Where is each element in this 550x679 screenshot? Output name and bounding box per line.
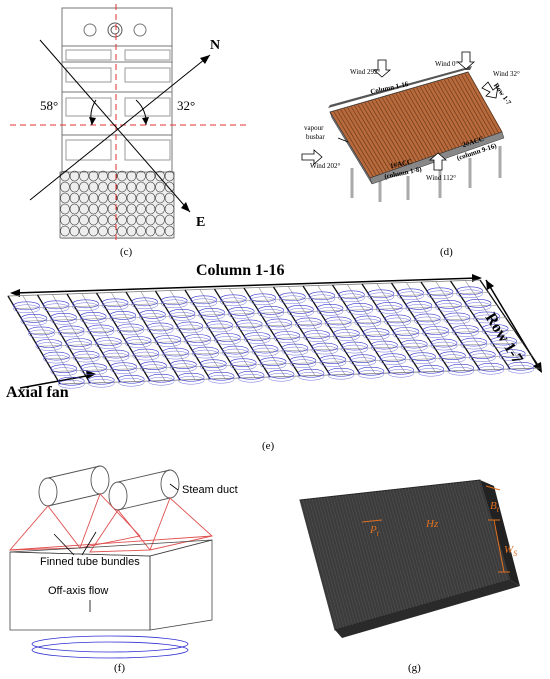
wind-0-label: Wind 0°: [435, 60, 459, 68]
fan-grid: [59, 171, 175, 239]
bt-main: B: [490, 500, 497, 512]
ws-main: W: [504, 544, 514, 556]
vapour-label: vapour: [304, 124, 324, 132]
bt-sub: t: [496, 505, 499, 515]
steam-duct-label: Steam duct: [182, 484, 238, 496]
panel-e: Column 1-16 Row 1-7 Axial fan (e): [0, 260, 550, 460]
east-label: E: [196, 215, 206, 230]
pt-main: P: [370, 524, 377, 536]
axial-fan-label: Axial fan: [6, 384, 69, 401]
bt-label: Bt: [490, 500, 499, 514]
panel-g-drawing: [299, 479, 520, 638]
angle-32-label: 32°: [177, 98, 196, 113]
panel-c: N E 58° 32° (c): [0, 0, 260, 260]
ws-label: WS: [504, 544, 517, 558]
panel-e-drawing: [7, 274, 542, 389]
off-axis-flow-label: Off-axis flow: [48, 585, 109, 597]
wind-112-label: Wind 112°: [426, 174, 457, 182]
tube-bundles-label: Finned tube bundles: [40, 556, 140, 568]
panel-f-drawing: [8, 465, 213, 659]
panel-d: Wind 292° Wind 0° Wind 32° Column 1-16 R…: [290, 50, 550, 260]
pt-label: Pt: [370, 524, 379, 538]
caption-f: (f): [114, 662, 125, 674]
panel-d-drawing: [301, 51, 505, 202]
panel-c-drawing: [10, 4, 250, 240]
ws-sub: S: [513, 549, 518, 559]
north-label: N: [210, 38, 221, 53]
panel-f: Steam duct Finned tube bundles Off-axis …: [0, 460, 280, 679]
column-label-e: Column 1-16: [196, 262, 285, 279]
wind-292-label: Wind 292°: [350, 68, 381, 76]
caption-c: (c): [120, 246, 133, 258]
pt-sub: t: [376, 529, 379, 539]
angle-58-label: 58°: [40, 98, 59, 113]
wind-32-label: Wind 32°: [493, 70, 520, 78]
panel-g: Pt Hz Bt WS (g): [280, 460, 550, 679]
caption-d: (d): [440, 246, 453, 258]
busbar-label: busbar: [306, 133, 325, 141]
caption-g: (g): [408, 662, 421, 674]
wind-202-label: Wind 202°: [310, 162, 341, 170]
hz-label: Hz: [426, 518, 439, 530]
caption-e: (e): [262, 440, 275, 452]
